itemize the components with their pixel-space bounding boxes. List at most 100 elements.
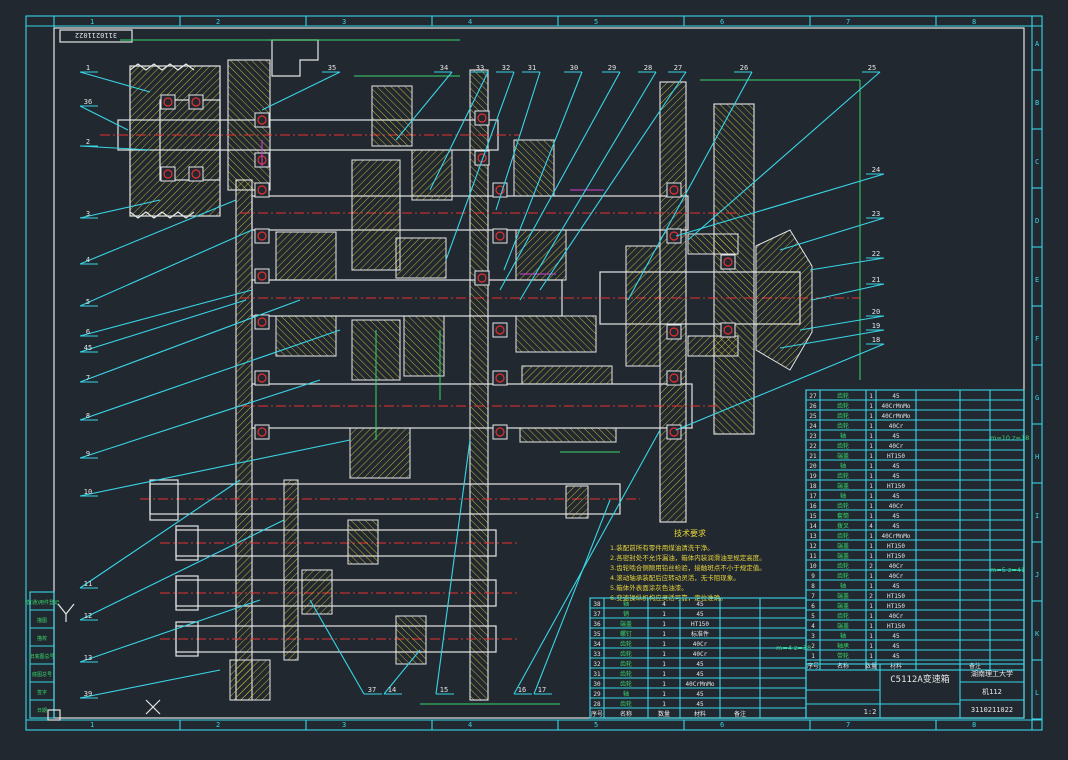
grid-col-bottom-7: 7 — [846, 721, 850, 729]
svg-text:10: 10 — [809, 563, 817, 570]
part-label-8: 8 — [79, 329, 341, 421]
svg-text:端盖: 端盖 — [837, 552, 849, 560]
svg-text:齿轮: 齿轮 — [837, 502, 849, 510]
svg-text:1: 1 — [869, 473, 873, 480]
svg-text:34: 34 — [593, 641, 601, 648]
svg-text:1: 1 — [662, 671, 666, 678]
stamp-cell: 日期 — [37, 708, 47, 714]
grid-col-3: 3 — [342, 18, 346, 26]
part-label-22: 22 — [809, 250, 885, 271]
grid-col-bottom-2: 2 — [216, 721, 220, 729]
svg-text:端盖: 端盖 — [837, 542, 849, 550]
grid-row-H: H — [1035, 453, 1039, 461]
svg-text:1: 1 — [869, 413, 873, 420]
svg-text:齿轮: 齿轮 — [620, 680, 632, 688]
grid-col-4: 4 — [468, 18, 472, 26]
svg-text:45: 45 — [696, 601, 704, 608]
svg-text:1: 1 — [869, 513, 873, 520]
bom-header-cell: 材料 — [694, 710, 706, 718]
svg-text:40Cr: 40Cr — [889, 503, 904, 510]
svg-text:45: 45 — [892, 653, 900, 660]
svg-text:1: 1 — [869, 483, 873, 490]
svg-text:33: 33 — [593, 651, 601, 658]
part-label-23: 23 — [779, 210, 885, 251]
part-label-19: 19 — [779, 322, 885, 349]
svg-text:轴: 轴 — [623, 600, 629, 608]
svg-text:轴: 轴 — [840, 462, 846, 470]
svg-text:40Cr: 40Cr — [889, 563, 904, 570]
svg-text:40CrMnMo: 40CrMnMo — [686, 681, 715, 688]
svg-text:齿轮: 齿轮 — [837, 442, 849, 450]
svg-text:40Cr: 40Cr — [889, 443, 904, 450]
bearing — [492, 370, 508, 386]
bearing — [492, 228, 508, 244]
svg-text:端盖: 端盖 — [837, 602, 849, 610]
svg-text:33: 33 — [476, 64, 484, 72]
svg-text:拨叉: 拨叉 — [837, 522, 849, 530]
grid-col-5: 5 — [594, 18, 598, 26]
grid-col-bottom-8: 8 — [972, 721, 976, 729]
svg-text:45: 45 — [696, 701, 704, 708]
svg-text:齿轮: 齿轮 — [837, 532, 849, 540]
svg-text:45: 45 — [892, 523, 900, 530]
notes-title: 技术要求 — [674, 528, 706, 538]
svg-text:齿轮: 齿轮 — [837, 412, 849, 420]
svg-text:24: 24 — [872, 166, 880, 174]
svg-text:端盖: 端盖 — [837, 592, 849, 600]
bearing — [666, 324, 682, 340]
part-label-32: 32 — [445, 64, 515, 261]
svg-text:齿轮: 齿轮 — [837, 612, 849, 620]
svg-text:轴: 轴 — [840, 632, 846, 640]
bearing — [254, 424, 270, 440]
technical-notes: 技术要求 1.装配前所有零件用煤油清洗干净。2.各密封处不允许漏油，箱体内装润滑… — [610, 528, 766, 602]
bearing — [666, 228, 682, 244]
bom-header-cell: 备注 — [969, 662, 981, 670]
svg-text:1: 1 — [869, 533, 873, 540]
svg-text:4: 4 — [869, 523, 873, 530]
outer-border — [25, 15, 1043, 731]
part-label-33: 33 — [429, 64, 489, 191]
svg-text:齿轮: 齿轮 — [620, 660, 632, 668]
svg-text:18: 18 — [809, 483, 817, 490]
part-label-9: 9 — [79, 379, 321, 459]
part-label-3: 3 — [79, 199, 161, 219]
bearing — [254, 182, 270, 198]
part-label-11: 11 — [79, 479, 241, 589]
svg-text:39: 39 — [84, 690, 92, 698]
svg-text:1: 1 — [662, 661, 666, 668]
title-text: C5112A变速箱 — [890, 673, 950, 685]
part-label-10: 10 — [79, 439, 351, 497]
grid-col-bottom-1: 1 — [90, 721, 94, 729]
bom-header-cell: 备注 — [734, 710, 746, 718]
stamp-cell: 描图 — [37, 617, 47, 624]
grid-col-bottom-3: 3 — [342, 721, 346, 729]
svg-text:26: 26 — [740, 64, 748, 72]
part-label-6: 6 — [79, 289, 253, 337]
svg-text:40Cr: 40Cr — [889, 423, 904, 430]
grid-row-K: K — [1035, 630, 1040, 638]
svg-text:19: 19 — [809, 473, 817, 480]
grid-col-8: 8 — [972, 18, 976, 26]
svg-text:7: 7 — [811, 593, 815, 600]
part-label-21: 21 — [811, 276, 885, 301]
svg-text:1: 1 — [869, 433, 873, 440]
note-line: 3.齿轮啮合侧隙用铅丝检验，接触斑点不小于规定值。 — [610, 563, 766, 572]
housing-right-wall — [659, 81, 687, 523]
pulley — [129, 65, 221, 217]
grid-row-L: L — [1035, 689, 1039, 697]
part-label-4: 4 — [79, 199, 237, 265]
svg-text:轴: 轴 — [840, 492, 846, 500]
svg-text:3: 3 — [86, 210, 90, 218]
svg-text:1: 1 — [869, 443, 873, 450]
grid-col-bottom-4: 4 — [468, 721, 472, 729]
